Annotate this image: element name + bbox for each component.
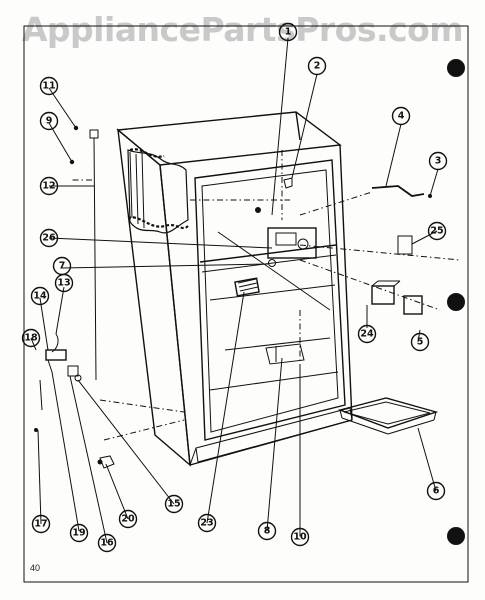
callouts: 1 2 4 3 25 26 7 24 5 11 9 12 13 14 18 6 … <box>21 22 448 553</box>
svg-text:15: 15 <box>167 499 180 510</box>
svg-text:6: 6 <box>433 486 440 497</box>
callout-17: 17 <box>31 514 51 534</box>
page-number: 40 <box>30 563 41 573</box>
callout-6: 6 <box>426 481 446 501</box>
svg-text:5: 5 <box>417 337 424 348</box>
svg-text:17: 17 <box>34 519 47 530</box>
callout-16: 16 <box>97 533 117 553</box>
svg-text:9: 9 <box>46 116 53 127</box>
callout-9: 9 <box>39 111 59 131</box>
punch-hole-bottom <box>447 527 465 545</box>
callout-7: 7 <box>52 256 72 276</box>
page-border <box>23 25 469 583</box>
svg-text:16: 16 <box>100 538 114 549</box>
svg-text:23: 23 <box>200 518 213 529</box>
callout-11: 11 <box>39 76 59 96</box>
callout-18: 18 <box>21 328 41 348</box>
exploded-parts <box>217 177 439 435</box>
callout-24: 24 <box>357 324 377 344</box>
callout-4: 4 <box>391 106 411 126</box>
svg-text:2: 2 <box>314 61 321 72</box>
svg-text:13: 13 <box>57 278 70 289</box>
callout-5: 5 <box>410 332 430 352</box>
callout-1: 1 <box>278 22 298 42</box>
svg-text:10: 10 <box>293 532 307 543</box>
svg-text:4: 4 <box>398 111 405 122</box>
callout-26: 26 <box>39 228 59 248</box>
watermark: AppliancePartsPros.com <box>21 10 464 49</box>
svg-text:24: 24 <box>360 329 374 340</box>
callout-8: 8 <box>257 521 277 541</box>
svg-text:12: 12 <box>42 181 55 192</box>
callout-3: 3 <box>428 151 448 171</box>
cabinet <box>116 111 353 467</box>
svg-text:3: 3 <box>435 156 442 167</box>
svg-text:8: 8 <box>264 526 271 537</box>
svg-text:11: 11 <box>42 81 55 92</box>
callout-13: 13 <box>54 273 74 293</box>
callout-25: 25 <box>427 221 447 241</box>
svg-text:7: 7 <box>59 261 66 272</box>
leader-lines <box>30 37 439 544</box>
punch-hole-top <box>447 59 465 77</box>
callout-14: 14 <box>30 286 50 306</box>
callout-23: 23 <box>197 513 217 533</box>
svg-text:14: 14 <box>33 291 47 302</box>
callout-20: 20 <box>118 509 138 529</box>
svg-text:18: 18 <box>24 333 38 344</box>
callout-19: 19 <box>69 523 89 543</box>
callout-2: 2 <box>307 56 327 76</box>
svg-text:25: 25 <box>430 226 443 237</box>
callout-15: 15 <box>164 494 184 514</box>
left-parts <box>34 125 115 469</box>
svg-text:20: 20 <box>121 514 135 525</box>
svg-text:1: 1 <box>285 27 292 38</box>
callout-12: 12 <box>39 176 59 196</box>
svg-text:26: 26 <box>42 233 56 244</box>
punch-hole-middle <box>447 293 465 311</box>
svg-text:19: 19 <box>72 528 85 539</box>
callout-10: 10 <box>290 527 310 547</box>
